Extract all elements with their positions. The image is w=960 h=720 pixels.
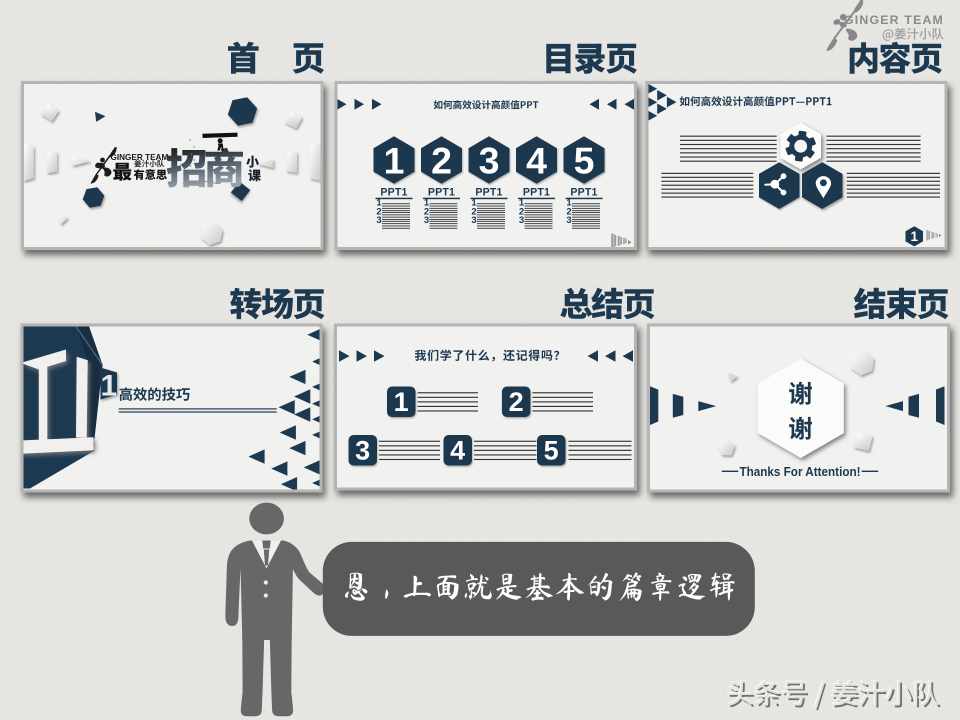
svg-text:1: 1 [424,198,430,209]
svg-text:2: 2 [431,139,452,181]
svg-text:3: 3 [566,215,571,226]
svg-text:3: 3 [471,215,476,226]
svg-text:3: 3 [376,215,381,226]
svg-text:4: 4 [450,436,465,466]
svg-text:1: 1 [471,198,477,209]
svg-text:1: 1 [384,139,405,181]
svg-text:PPT1: PPT1 [570,186,597,198]
svg-text:5: 5 [574,139,595,181]
svg-text:PPT1: PPT1 [475,186,502,198]
svg-text:2: 2 [471,206,476,217]
svg-text:1: 1 [566,198,572,209]
svg-text:3: 3 [519,215,524,226]
svg-text:2: 2 [376,206,381,217]
svg-text:PPT1: PPT1 [428,186,455,198]
svg-text:3: 3 [355,436,370,466]
svg-text:1: 1 [100,370,117,403]
svg-text:2: 2 [519,206,524,217]
svg-text:3: 3 [479,139,500,181]
svg-text:1: 1 [376,198,382,209]
svg-text:Thanks For Attention!: Thanks For Attention! [740,464,861,479]
svg-text:3: 3 [424,215,429,226]
svg-text:GINGER TEAM: GINGER TEAM [844,13,944,27]
svg-text:2: 2 [424,206,429,217]
svg-text:GINGER TEAM: GINGER TEAM [111,153,169,162]
svg-text:4: 4 [526,139,547,181]
svg-text:PPT1: PPT1 [523,186,550,198]
svg-text:5: 5 [544,436,559,466]
svg-text:2: 2 [509,387,524,417]
svg-text:1: 1 [519,198,525,209]
svg-text:PPT1: PPT1 [380,186,407,198]
svg-text:2: 2 [566,206,571,217]
svg-text:1: 1 [911,229,919,244]
svg-text:1: 1 [394,387,409,417]
